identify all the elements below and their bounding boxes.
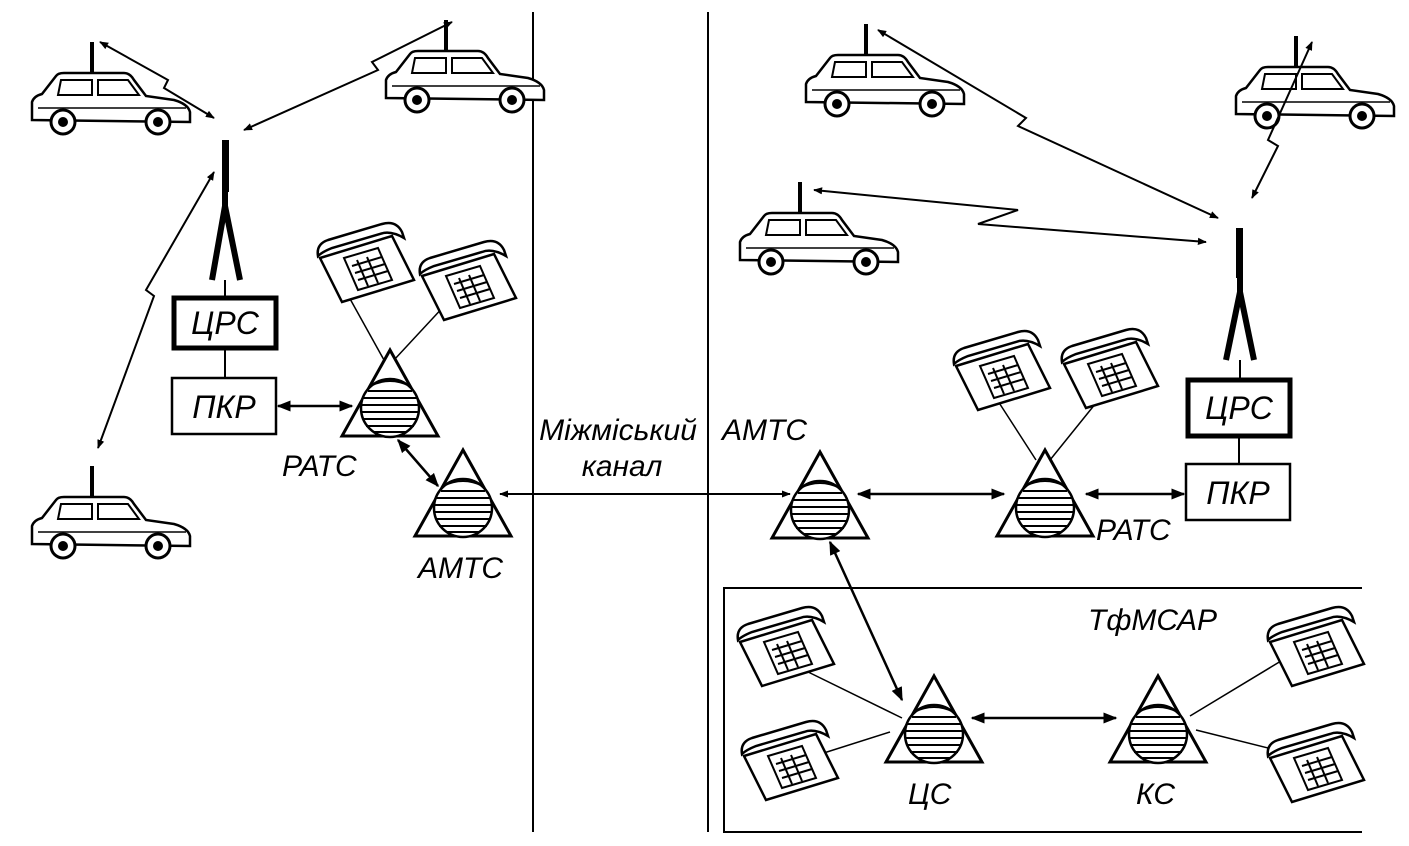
pkr-box xyxy=(170,376,278,436)
exchange-icon xyxy=(995,448,1095,539)
crs-label-right: ЦРС xyxy=(1205,390,1274,426)
radio-link-car1 xyxy=(99,41,215,119)
channel-label-line1: Міжміський xyxy=(539,414,697,447)
telephone-icon xyxy=(1266,605,1366,688)
car-icon xyxy=(30,464,192,560)
radio-link-car2 xyxy=(243,21,453,131)
crs-label: ЦРС xyxy=(191,305,260,341)
radio-link-car5 xyxy=(1251,41,1313,199)
tfmsar-label: ТфМСАР xyxy=(1088,604,1217,637)
car-icon xyxy=(30,40,192,136)
telephone-icon xyxy=(952,329,1052,412)
pkr-label: ПКР xyxy=(192,389,256,425)
radio-link-car4 xyxy=(877,29,1219,219)
car-icon xyxy=(1234,34,1396,130)
radio-link-car6 xyxy=(813,187,1207,245)
pkr-label-right: ПКР xyxy=(1206,475,1270,511)
cs-label: ЦС xyxy=(908,778,952,811)
exchange-icon xyxy=(340,348,440,439)
telephone-icon xyxy=(1060,327,1160,410)
antenna-icon xyxy=(1223,228,1257,378)
channel-label-line2: канал xyxy=(582,450,663,483)
telephone-icon xyxy=(316,221,416,304)
exchange-icon xyxy=(413,448,513,539)
rats-label-right: РАТС xyxy=(1096,514,1171,547)
ks-label: КС xyxy=(1136,778,1175,811)
exchange-icon xyxy=(770,450,870,541)
telephone-icon xyxy=(736,605,836,688)
car-icon xyxy=(384,18,546,114)
amts-label-right: АМТС xyxy=(720,414,807,447)
telephone-icon xyxy=(418,239,518,322)
pkr-box-right xyxy=(1184,462,1292,522)
exchange-icon xyxy=(884,674,984,765)
telephone-icon xyxy=(740,719,840,802)
antenna-icon xyxy=(209,140,243,296)
car-icon xyxy=(804,22,966,118)
amts-label-left: АМТС xyxy=(416,552,503,585)
radio-link-car3 xyxy=(97,171,215,449)
rats-label: РАТС xyxy=(282,450,357,483)
telephone-icon xyxy=(1266,721,1366,804)
exchange-icon xyxy=(1108,674,1208,765)
tfmsar-region xyxy=(723,587,1362,833)
